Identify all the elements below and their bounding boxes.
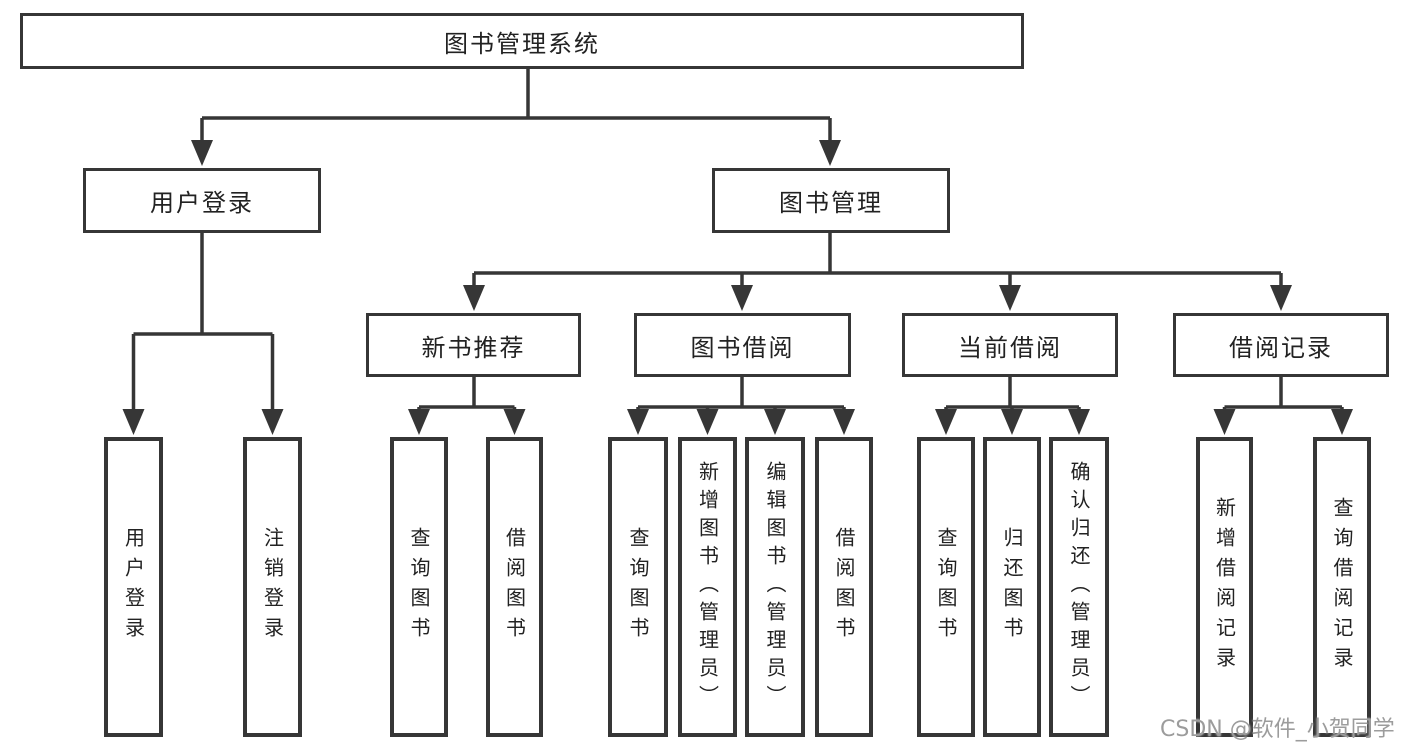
arrowheads-new-book-rec-children bbox=[408, 409, 526, 435]
leaf-label: 查询图书 bbox=[934, 527, 958, 647]
leaf-bb-add-books-admin: 新增图书（管理员） bbox=[678, 437, 737, 737]
connector-borrow-records-children bbox=[1222, 377, 1344, 412]
leaf-label: 确认归还（管理员） bbox=[1067, 461, 1091, 713]
leaf-label: 注销登录 bbox=[260, 527, 285, 647]
arrowheads-level3 bbox=[463, 285, 1292, 311]
connector-book-borrow-children bbox=[636, 377, 846, 412]
leaf-bb-edit-books-admin: 编辑图书（管理员） bbox=[745, 437, 805, 737]
arrowheads-user-login-children bbox=[122, 409, 284, 435]
leaf-user-login: 用户登录 bbox=[104, 437, 163, 737]
leaf-label: 借阅图书 bbox=[502, 527, 527, 647]
node-book-management: 图书管理 bbox=[712, 168, 950, 233]
leaf-label: 用户登录 bbox=[121, 527, 146, 647]
leaf-nbr-query-books: 查询图书 bbox=[390, 437, 448, 737]
node-new-book-recommend: 新书推荐 bbox=[366, 313, 581, 377]
leaf-label: 查询借阅记录 bbox=[1330, 497, 1354, 677]
node-label: 用户登录 bbox=[150, 189, 254, 217]
node-label: 图书借阅 bbox=[690, 333, 795, 362]
leaf-br-query-record: 查询借阅记录 bbox=[1313, 437, 1371, 737]
leaf-label: 新增借阅记录 bbox=[1212, 497, 1237, 677]
node-library-management-system: 图书管理系统 bbox=[20, 13, 1024, 69]
node-user-login: 用户登录 bbox=[83, 168, 321, 233]
leaf-label: 归还图书 bbox=[1000, 527, 1024, 647]
leaf-nbr-borrow-books: 借阅图书 bbox=[486, 437, 543, 737]
node-label: 新书推荐 bbox=[421, 333, 526, 362]
node-borrow-records: 借阅记录 bbox=[1173, 313, 1389, 377]
node-label: 图书管理系统 bbox=[444, 29, 600, 58]
connector-user-login-children bbox=[131, 233, 275, 412]
node-label: 当前借阅 bbox=[958, 333, 1062, 362]
node-label: 借阅记录 bbox=[1229, 333, 1333, 362]
connector-root-to-level2 bbox=[200, 69, 832, 142]
leaf-label: 编辑图书（管理员） bbox=[763, 461, 787, 713]
leaf-label: 新增图书（管理员） bbox=[695, 461, 720, 713]
connector-book-mgmt-to-level3 bbox=[472, 233, 1283, 287]
node-label: 图书管理 bbox=[779, 189, 883, 217]
leaf-label: 查询图书 bbox=[626, 527, 650, 647]
arrowheads-current-borrow-children bbox=[935, 409, 1090, 435]
leaf-label: 借阅图书 bbox=[832, 527, 856, 647]
leaf-bb-query-books: 查询图书 bbox=[608, 437, 668, 737]
node-book-borrowing: 图书借阅 bbox=[634, 313, 851, 377]
csdn-watermark: CSDN @软件_小贺同学 bbox=[1160, 717, 1395, 742]
arrowheads-level2 bbox=[191, 140, 841, 166]
connector-current-borrow-children bbox=[944, 377, 1081, 412]
leaf-label: 查询图书 bbox=[407, 527, 431, 647]
arrowheads-borrow-records-children bbox=[1213, 409, 1353, 435]
leaf-cb-confirm-return-admin: 确认归还（管理员） bbox=[1049, 437, 1109, 737]
arrowheads-book-borrow-children bbox=[627, 409, 855, 435]
leaf-cb-query-books: 查询图书 bbox=[917, 437, 975, 737]
node-current-borrowing: 当前借阅 bbox=[902, 313, 1118, 377]
leaf-logout: 注销登录 bbox=[243, 437, 302, 737]
connector-new-book-rec-children bbox=[417, 377, 517, 412]
leaf-br-add-record: 新增借阅记录 bbox=[1196, 437, 1253, 737]
leaf-bb-borrow-books: 借阅图书 bbox=[815, 437, 873, 737]
leaf-cb-return-books: 归还图书 bbox=[983, 437, 1041, 737]
